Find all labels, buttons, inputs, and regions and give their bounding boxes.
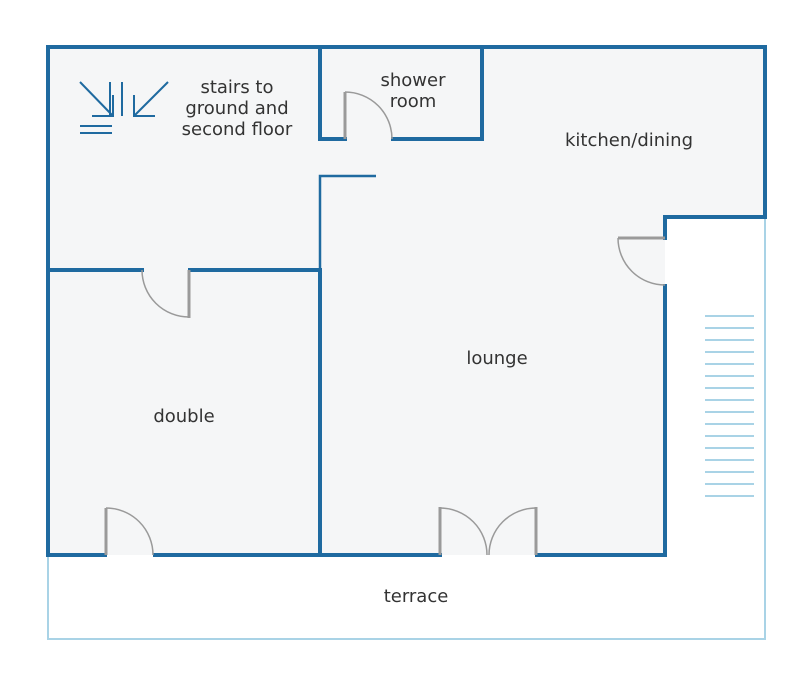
- stairs-label-line3: second floor: [182, 119, 293, 140]
- double-bedroom-door: [141, 269, 191, 318]
- stairs-label-line2: ground and: [185, 98, 288, 119]
- stairs-icon: [79, 81, 169, 134]
- shower-door: [343, 91, 393, 140]
- double-terrace-door: [104, 507, 154, 556]
- external-steps-icon: [705, 315, 754, 497]
- kitchen-dining-label: kitchen/dining: [565, 130, 693, 151]
- shower-label-line2: room: [390, 91, 437, 112]
- stairs-label-line1: stairs to: [200, 77, 273, 98]
- double-label: double: [153, 406, 214, 427]
- shower-label-line1: shower: [381, 70, 447, 91]
- terrace-label: terrace: [384, 586, 449, 607]
- partition-wall: [318, 174, 376, 270]
- floor-area: [48, 47, 765, 555]
- lounge-label: lounge: [466, 348, 527, 369]
- lounge-double-doors: [438, 507, 538, 556]
- kitchen-side-door: [617, 236, 666, 286]
- walls: [46, 45, 767, 557]
- doors: [104, 91, 666, 556]
